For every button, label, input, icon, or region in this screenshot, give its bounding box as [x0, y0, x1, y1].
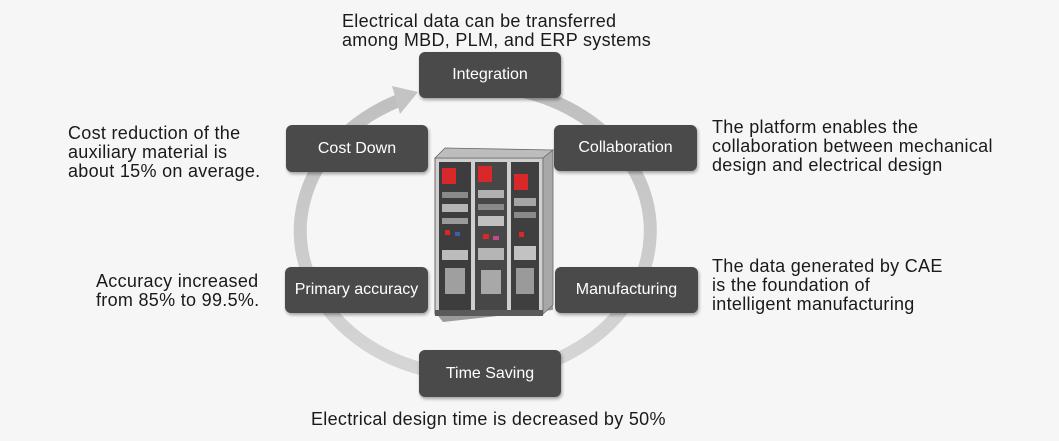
desc-primary-accuracy: Accuracy increased from 85% to 99.5%. [96, 271, 260, 310]
node-manufacturing: Manufacturing [555, 267, 698, 313]
node-integration: Integration [419, 52, 561, 98]
desc-integration: Electrical data can be transferred among… [342, 11, 652, 50]
desc-collaboration: The platform enables the collaboration b… [712, 117, 993, 175]
node-primary-accuracy: Primary accuracy [285, 267, 428, 313]
electrical-cabinet-icon [434, 147, 555, 322]
desc-time-saving: Electrical design time is decreased by 5… [311, 409, 666, 429]
node-cost-down: Cost Down [286, 125, 428, 172]
node-collaboration: Collaboration [554, 125, 697, 171]
desc-cost-down: Cost reduction of the auxiliary material… [68, 123, 261, 181]
node-time-saving: Time Saving [419, 350, 561, 397]
desc-manufacturing: The data generated by CAE is the foundat… [712, 256, 943, 314]
ring-arrow-head [392, 86, 418, 114]
